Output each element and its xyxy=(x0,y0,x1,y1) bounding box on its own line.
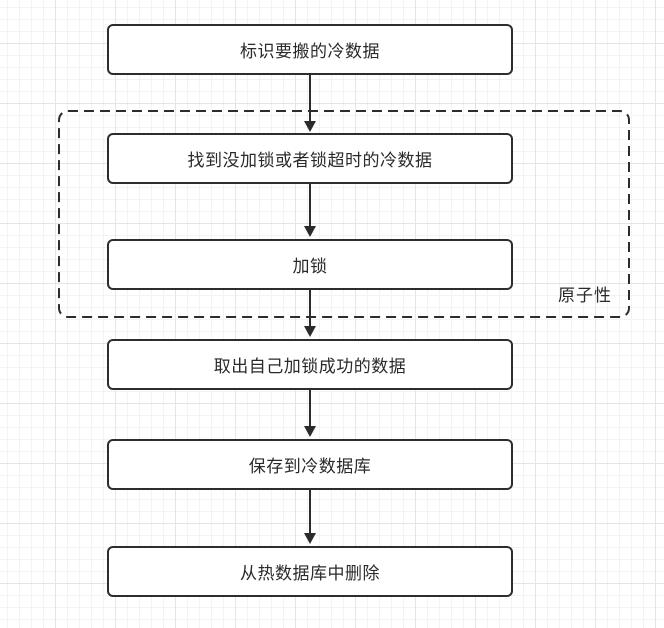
arrow-head-icon xyxy=(304,426,316,437)
arrow-shaft xyxy=(309,490,311,535)
flow-node-find-unlocked-or-timeout[interactable]: 找到没加锁或者锁超时的冷数据 xyxy=(107,133,513,184)
dashed-group-border xyxy=(58,110,630,318)
arrow-shaft xyxy=(309,75,311,123)
flow-arrow-save-to-delete[interactable] xyxy=(304,490,316,544)
flow-node-label: 找到没加锁或者锁超时的冷数据 xyxy=(187,151,433,170)
flow-node-label: 标识要搬的冷数据 xyxy=(240,42,380,61)
arrow-head-icon xyxy=(304,226,316,237)
flow-arrow-take-to-save[interactable] xyxy=(304,390,316,437)
flow-node-delete-from-hot-db[interactable]: 从热数据库中删除 xyxy=(107,546,513,597)
atomicity-group-label: 原子性 xyxy=(558,286,612,305)
flow-node-save-to-cold-db[interactable]: 保存到冷数据库 xyxy=(107,439,513,490)
arrow-head-icon xyxy=(304,121,316,132)
flow-arrow-find-to-lock[interactable] xyxy=(304,184,316,237)
flow-arrow-identify-to-find[interactable] xyxy=(304,75,316,132)
arrow-shaft xyxy=(309,184,311,228)
atomicity-group[interactable]: 原子性 xyxy=(58,110,630,318)
arrow-head-icon xyxy=(304,533,316,544)
flow-node-label: 取出自己加锁成功的数据 xyxy=(213,357,407,376)
flow-node-take-own-locked-data[interactable]: 取出自己加锁成功的数据 xyxy=(107,339,513,390)
flow-node-lock[interactable]: 加锁 xyxy=(107,239,513,290)
flow-node-label: 从热数据库中删除 xyxy=(240,564,380,583)
flow-node-label: 加锁 xyxy=(292,257,328,276)
arrow-shaft xyxy=(309,390,311,428)
flow-arrow-lock-to-take[interactable] xyxy=(304,290,316,337)
arrow-head-icon xyxy=(304,326,316,337)
arrow-shaft xyxy=(309,290,311,328)
flow-node-label: 保存到冷数据库 xyxy=(248,457,372,476)
flow-node-identify-cold-data[interactable]: 标识要搬的冷数据 xyxy=(107,24,513,75)
